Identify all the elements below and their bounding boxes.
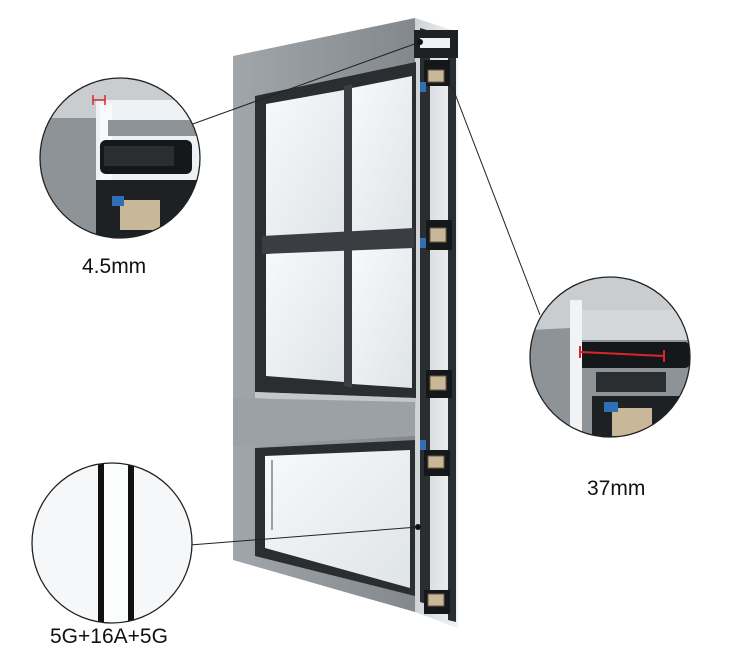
callout-frame-wall-label: 4.5mm — [82, 255, 147, 278]
glass-pane-left — [98, 463, 104, 623]
magnifier-frame-wall — [39, 77, 201, 239]
leader-top-left — [189, 41, 421, 126]
wall-thickness-marker — [92, 95, 106, 105]
leader-dot-bottom — [415, 524, 421, 530]
mid-rail — [233, 398, 415, 446]
upper-pane-tr — [352, 76, 412, 232]
depth-marker — [579, 346, 665, 362]
leader-right — [451, 85, 541, 316]
magnifier-glass — [31, 462, 193, 624]
leader-dot-top — [417, 39, 423, 45]
upper-pane-tl — [266, 90, 344, 238]
muntin-horizontal — [262, 228, 414, 254]
lower-pane — [265, 450, 410, 588]
callout-glass-label: 5G+16A+5G — [50, 625, 168, 648]
magnifier-frame-depth — [529, 276, 691, 438]
glass-pane-right — [128, 463, 134, 623]
window-frame — [233, 18, 458, 628]
leader-bottom-left — [189, 526, 419, 546]
upper-pane-bl — [266, 248, 344, 382]
leader-lines — [189, 41, 541, 546]
callout-frame-depth-label: 37mm — [587, 477, 646, 500]
upper-pane-br — [352, 246, 412, 388]
